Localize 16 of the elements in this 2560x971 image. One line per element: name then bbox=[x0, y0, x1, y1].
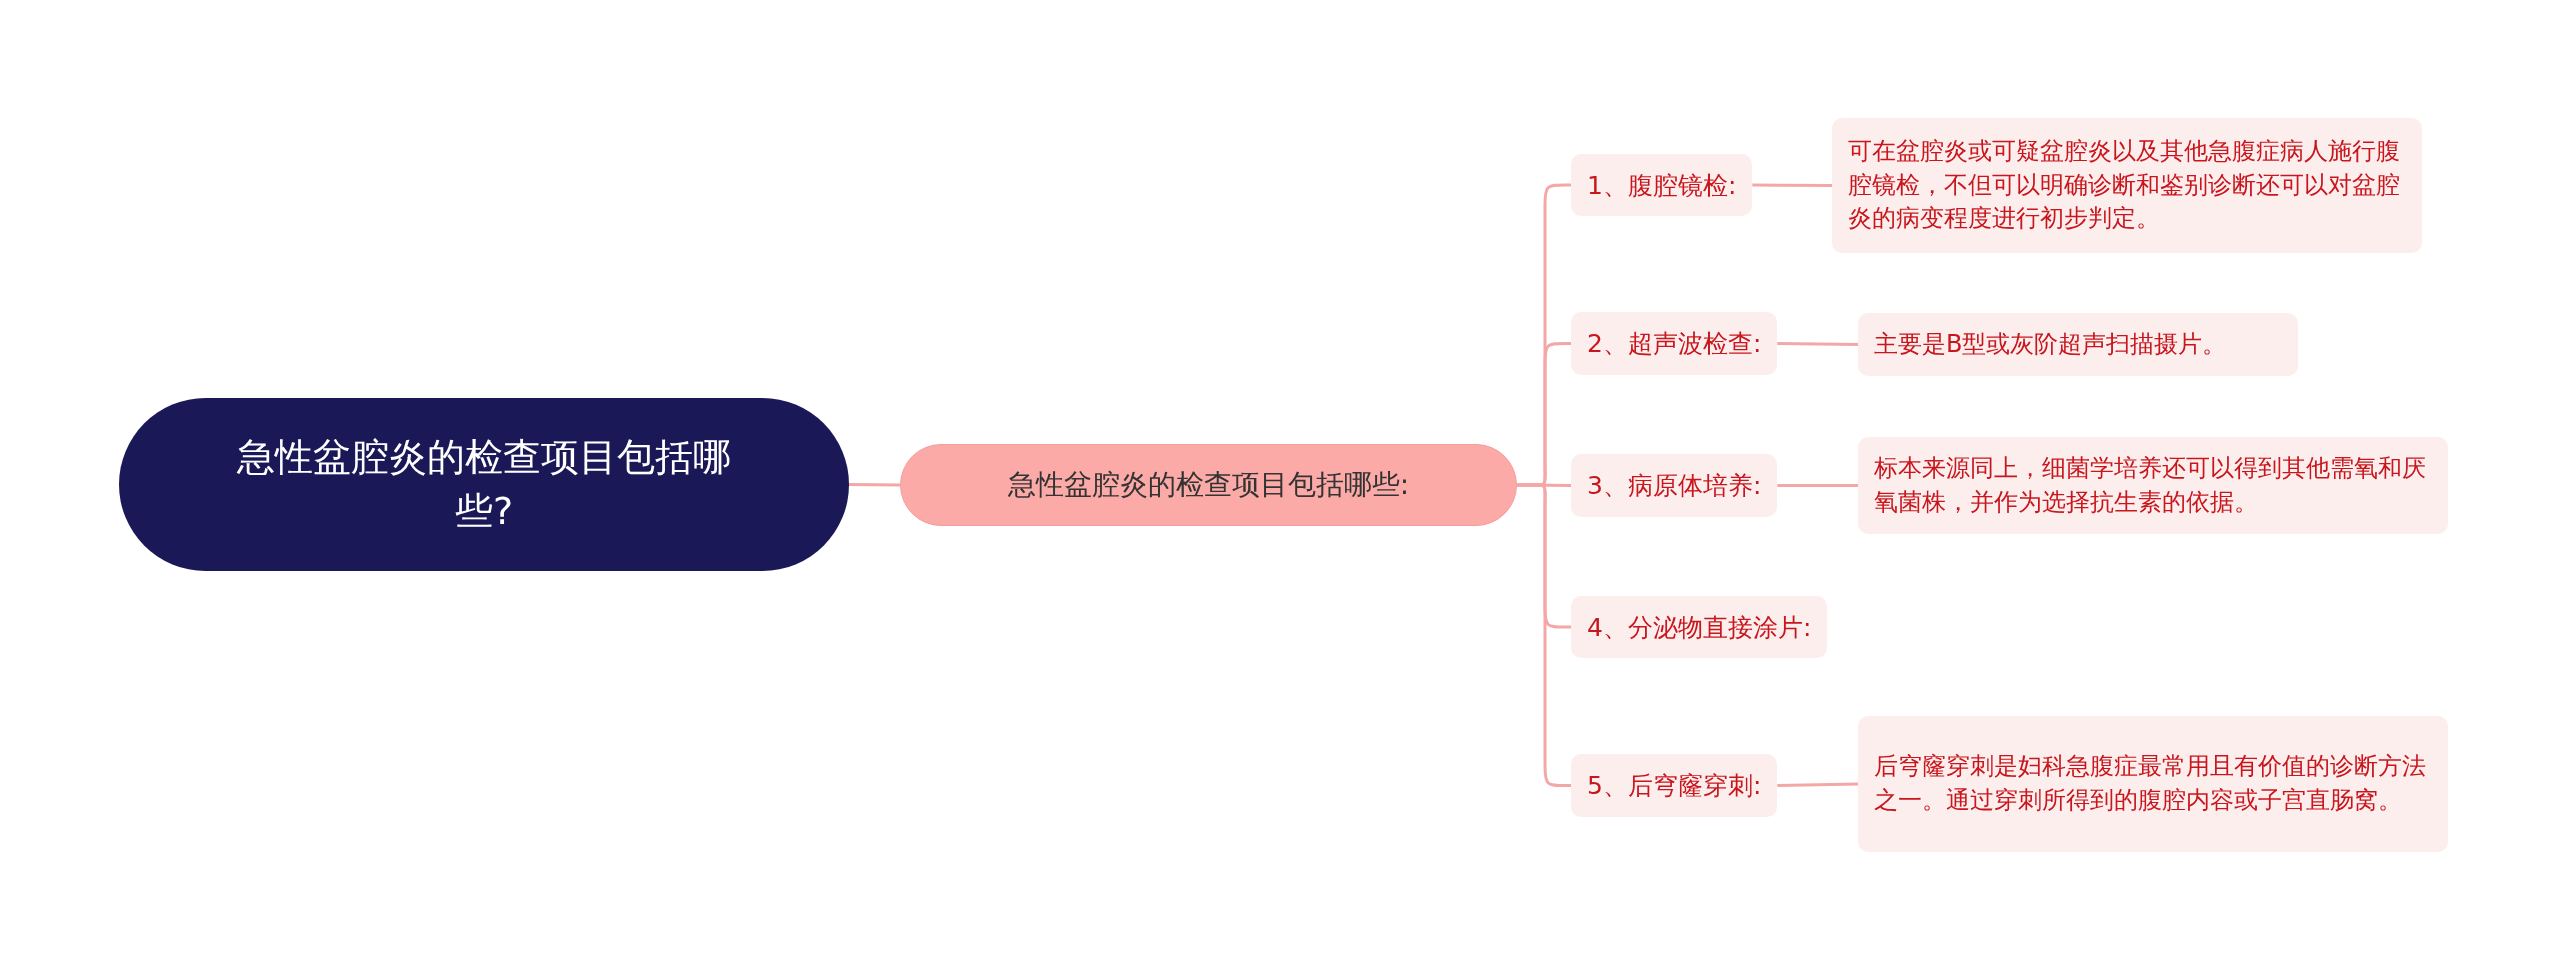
connector-line bbox=[849, 483, 900, 487]
connector-line bbox=[1752, 183, 1832, 187]
main-topic-node: 急性盆腔炎的检查项目包括哪些: bbox=[900, 444, 1517, 526]
detail-node: 后穹窿穿刺是妇科急腹症最常用且有价值的诊断方法之一。通过穿刺所得到的腹腔内容或子宫直肠窝。 bbox=[1858, 716, 2448, 852]
root-topic-node: 急性盆腔炎的检查项目包括哪些? bbox=[119, 398, 849, 571]
connector-line bbox=[1777, 782, 1859, 787]
subtopic-node: 4、分泌物直接涂片: bbox=[1571, 596, 1828, 658]
detail-node: 可在盆腔炎或可疑盆腔炎以及其他急腹症病人施行腹腔镜检，不但可以明确诊断和鉴别诊断还可以对盆腔炎的病变程度进行初步判定。 bbox=[1832, 118, 2422, 253]
subtopic-node: 5、后穹窿穿刺: bbox=[1571, 754, 1778, 817]
subtopic-node: 3、病原体培养: bbox=[1571, 454, 1778, 517]
subtopic-node: 2、超声波检查: bbox=[1571, 312, 1778, 375]
connector-line bbox=[1777, 342, 1859, 346]
connector-line bbox=[1777, 484, 1858, 487]
subtopic-node: 1、腹腔镜检: bbox=[1571, 154, 1753, 216]
detail-node: 标本来源同上，细菌学培养还可以得到其他需氧和厌氧菌株，并作为选择抗生素的依据。 bbox=[1858, 437, 2448, 534]
detail-node: 主要是B型或灰阶超声扫描摄片。 bbox=[1858, 313, 2298, 376]
